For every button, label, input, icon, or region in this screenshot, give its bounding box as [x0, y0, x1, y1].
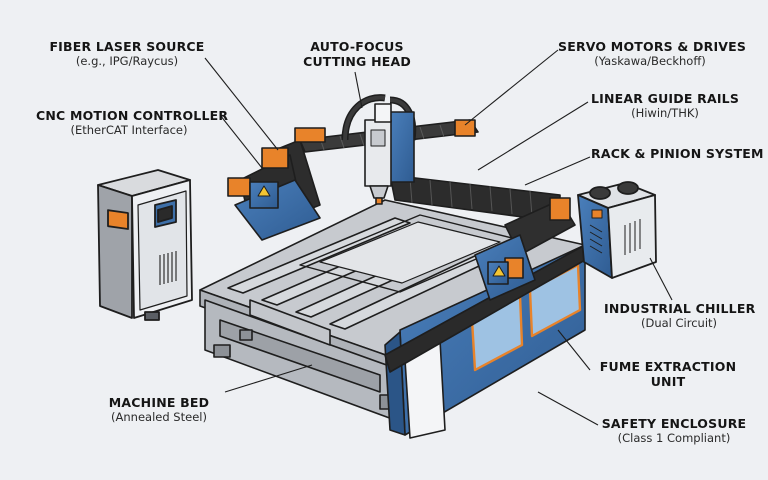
enclosure-sub: (Class 1 Compliant): [617, 431, 731, 445]
label-industrial-chiller: INDUSTRIAL CHILLER (Dual Circuit): [604, 301, 756, 331]
fume-title-1: FUME EXTRACTION: [599, 359, 737, 374]
rails-title: LINEAR GUIDE RAILS: [590, 91, 740, 106]
cnc-controller-sub: (EtherCAT Interface): [70, 123, 188, 137]
industrial-chiller: [577, 181, 657, 279]
fiber-laser-title: FIBER LASER SOURCE: [49, 39, 205, 54]
label-servo-motors: SERVO MOTORS & DRIVES (Yaskawa/Beckhoff): [558, 39, 747, 69]
machine-bed: [199, 199, 586, 421]
servo-sub: (Yaskawa/Beckhoff): [594, 54, 706, 68]
autofocus-title-2: CUTTING HEAD: [303, 54, 411, 69]
fume-title-2: UNIT: [650, 374, 686, 389]
label-linear-guide-rails: LINEAR GUIDE RAILS (Hiwin/THK): [590, 91, 740, 121]
rack-title: RACK & PINION SYSTEM: [591, 146, 764, 161]
cnc-controller-title: CNC MOTION CONTROLLER: [36, 108, 229, 123]
rails-sub: (Hiwin/THK): [631, 106, 699, 120]
leader-lines: [204, 49, 673, 426]
label-fume-extraction: FUME EXTRACTION UNIT: [588, 359, 748, 389]
chiller-title: INDUSTRIAL CHILLER: [604, 301, 756, 316]
safety-enclosure: [384, 244, 586, 439]
cutting-head: [341, 94, 417, 205]
label-safety-enclosure: SAFETY ENCLOSURE (Class 1 Compliant): [599, 416, 749, 446]
label-cnc-motion-controller: CNC MOTION CONTROLLER (EtherCAT Interfac…: [36, 108, 229, 138]
label-rack-pinion: RACK & PINION SYSTEM: [591, 146, 764, 161]
label-auto-focus-cutting-head: AUTO-FOCUS CUTTING HEAD: [296, 39, 418, 69]
bed-sub: (Annealed Steel): [111, 410, 207, 424]
cnc-controller-cabinet: [97, 169, 193, 321]
label-machine-bed: MACHINE BED (Annealed Steel): [98, 395, 220, 425]
servo-title: SERVO MOTORS & DRIVES: [558, 39, 747, 54]
bed-title: MACHINE BED: [108, 395, 210, 410]
label-fiber-laser-source: FIBER LASER SOURCE (e.g., IPG/Raycus): [48, 39, 206, 69]
autofocus-title-1: AUTO-FOCUS: [310, 39, 404, 54]
fiber-laser-sub: (e.g., IPG/Raycus): [75, 54, 179, 68]
chiller-sub: (Dual Circuit): [640, 316, 718, 330]
enclosure-title: SAFETY ENCLOSURE: [601, 416, 747, 431]
